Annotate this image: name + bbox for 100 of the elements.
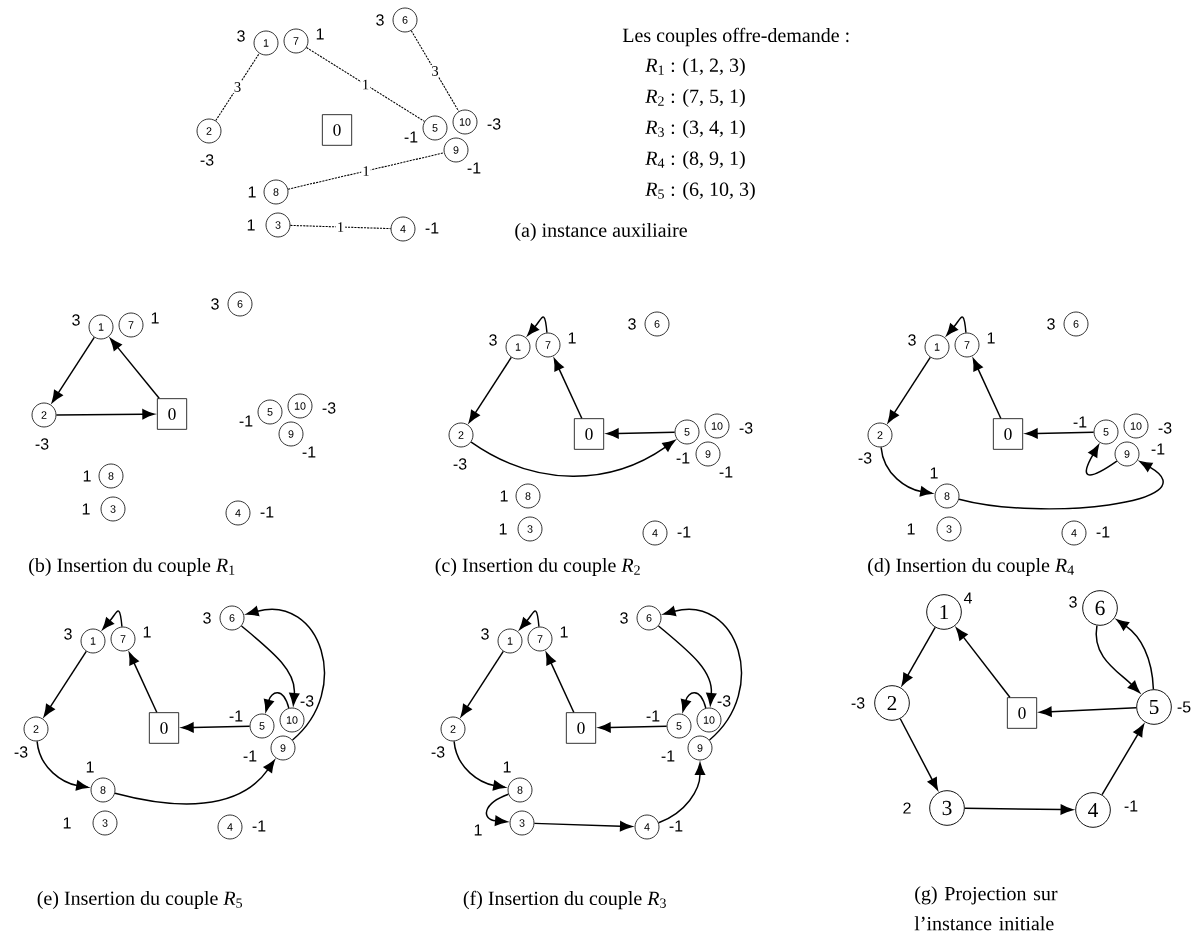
heading: Les couples offre-demande :: [622, 27, 849, 47]
arrow: [519, 610, 540, 630]
node-value: 3: [64, 628, 72, 640]
pair-list-item: R$_{2}$ : (7, 5, 1): [645, 88, 745, 108]
arrow: [240, 625, 300, 706]
depot-box: 0: [573, 418, 605, 450]
node-value: -1: [719, 466, 733, 478]
node-value: 1: [248, 186, 256, 198]
node-value: 1: [316, 28, 324, 40]
pair-list-item: R$_{3}$ : (3, 4, 1): [645, 119, 745, 139]
node-value: 3: [211, 298, 219, 310]
arrow: [470, 440, 676, 477]
arrow: [533, 821, 633, 832]
arrow: [181, 722, 251, 733]
node-value: -3: [322, 402, 336, 414]
node-value: -1: [677, 526, 691, 538]
arrow: [657, 762, 706, 824]
depot-box: 0: [148, 712, 180, 744]
node-value: 1: [151, 312, 159, 324]
node-value: 3: [376, 14, 384, 26]
node-value: -1: [302, 446, 316, 458]
node-value: 3: [1069, 596, 1077, 608]
node-value: 3: [203, 612, 211, 624]
node-value: 1: [143, 626, 151, 638]
pair-list-item: R$_{5}$ : (6, 10, 3): [645, 181, 755, 201]
depot-box: 0: [992, 418, 1024, 450]
node-value: -1: [646, 710, 660, 722]
node-value: 4: [963, 592, 972, 604]
node-value: -5: [1177, 701, 1191, 713]
depot-box: 0: [1006, 697, 1038, 729]
arrow: [485, 793, 510, 826]
arrow: [901, 626, 936, 686]
link-line: [410, 30, 460, 112]
arrow: [102, 610, 123, 630]
node-value: -3: [14, 746, 28, 758]
arrow: [460, 650, 504, 717]
node-value: 1: [907, 523, 915, 535]
arrow: [946, 316, 967, 336]
node-value: -3: [739, 422, 753, 434]
node-value: 2: [903, 802, 911, 814]
arrow: [1039, 706, 1137, 717]
node-value: 1: [987, 332, 995, 344]
edge-label: 1: [335, 221, 346, 233]
arrow: [246, 606, 325, 741]
caption: (g) Projection sur l’instance initiale: [914, 886, 1058, 931]
caption: (c) Insertion du couple R$_{2}$: [435, 557, 640, 577]
pair-list-item: R$_{4}$ : (8, 9, 1): [645, 150, 745, 170]
caption: (b) Insertion du couple R$_{1}$: [29, 557, 235, 577]
arrow: [657, 625, 717, 706]
edge-label: 3: [430, 65, 440, 77]
arrow: [1101, 724, 1145, 796]
node-value: -1: [661, 750, 675, 762]
pair-list-item: R$_{1}$ : (1, 2, 3): [645, 57, 745, 77]
arrow: [453, 740, 506, 791]
node-value: -1: [425, 222, 439, 234]
arrow: [880, 446, 933, 497]
node-value: -1: [676, 452, 690, 464]
node-value: 3: [72, 314, 80, 326]
arrow: [964, 804, 1073, 815]
node-value: 1: [500, 490, 508, 502]
caption: (e) Insertion du couple R$_{5}$: [37, 890, 242, 910]
arrow: [55, 409, 155, 420]
node-value: -3: [487, 118, 501, 130]
arrow: [553, 358, 583, 419]
node-value: -1: [260, 506, 274, 518]
node-value: -3: [858, 452, 872, 464]
node-value: 3: [908, 334, 916, 346]
node-value: -1: [669, 820, 683, 832]
edge-label: 1: [360, 78, 371, 91]
edge-label: 3: [232, 81, 243, 93]
node-value: -1: [1124, 800, 1138, 812]
link-line: [306, 47, 426, 122]
node-value: -3: [851, 697, 865, 709]
node-value: 1: [474, 824, 482, 836]
node-value: 1: [503, 761, 511, 773]
depot-box: 0: [156, 398, 188, 430]
arrow: [51, 336, 95, 403]
arrow: [958, 460, 1164, 510]
node-value: -1: [1096, 526, 1110, 538]
arrow: [545, 652, 575, 713]
node-value: -1: [404, 131, 418, 143]
arrow: [109, 338, 160, 399]
node-value: -1: [1151, 443, 1165, 455]
arrow: [36, 740, 89, 791]
arrow: [972, 358, 1002, 419]
node-value: 3: [481, 628, 489, 640]
arrow: [606, 428, 676, 439]
arrow: [887, 356, 931, 423]
node-value: 3: [237, 30, 245, 42]
arrow: [955, 627, 1011, 698]
caption: (d) Insertion du couple R$_{4}$: [868, 557, 1074, 577]
arrow: [128, 652, 158, 713]
node-value: -1: [243, 750, 257, 762]
node-value: 3: [1047, 318, 1055, 330]
arrow: [680, 692, 707, 712]
arrow: [114, 759, 275, 805]
node-value: 1: [63, 817, 71, 829]
node-value: -1: [252, 820, 266, 832]
node-value: 1: [83, 470, 91, 482]
depot-box: 0: [565, 712, 597, 744]
